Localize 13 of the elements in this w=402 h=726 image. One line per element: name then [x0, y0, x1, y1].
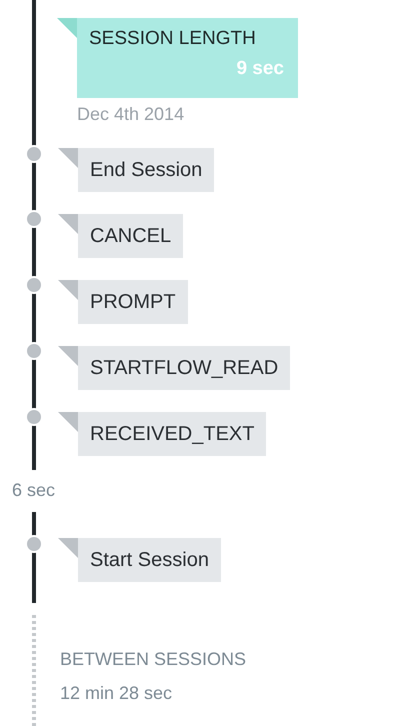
event-card: PROMPT: [78, 280, 188, 324]
event-card: Start Session: [78, 538, 221, 582]
session-date: Dec 4th 2014: [77, 104, 184, 125]
gap-duration: 6 sec: [12, 480, 56, 501]
event-card: RECEIVED_TEXT: [78, 412, 266, 456]
session-heading: SESSION LENGTH: [89, 28, 257, 50]
event-card: End Session: [78, 148, 214, 192]
session-card: [77, 18, 298, 98]
between-sessions-heading: BETWEEN SESSIONS: [60, 649, 246, 670]
event-card: STARTFLOW_READ: [78, 346, 290, 390]
between-sessions-duration: 12 min 28 sec: [60, 683, 172, 704]
event-card: CANCEL: [78, 214, 184, 258]
session-duration: 9 sec: [235, 58, 284, 80]
